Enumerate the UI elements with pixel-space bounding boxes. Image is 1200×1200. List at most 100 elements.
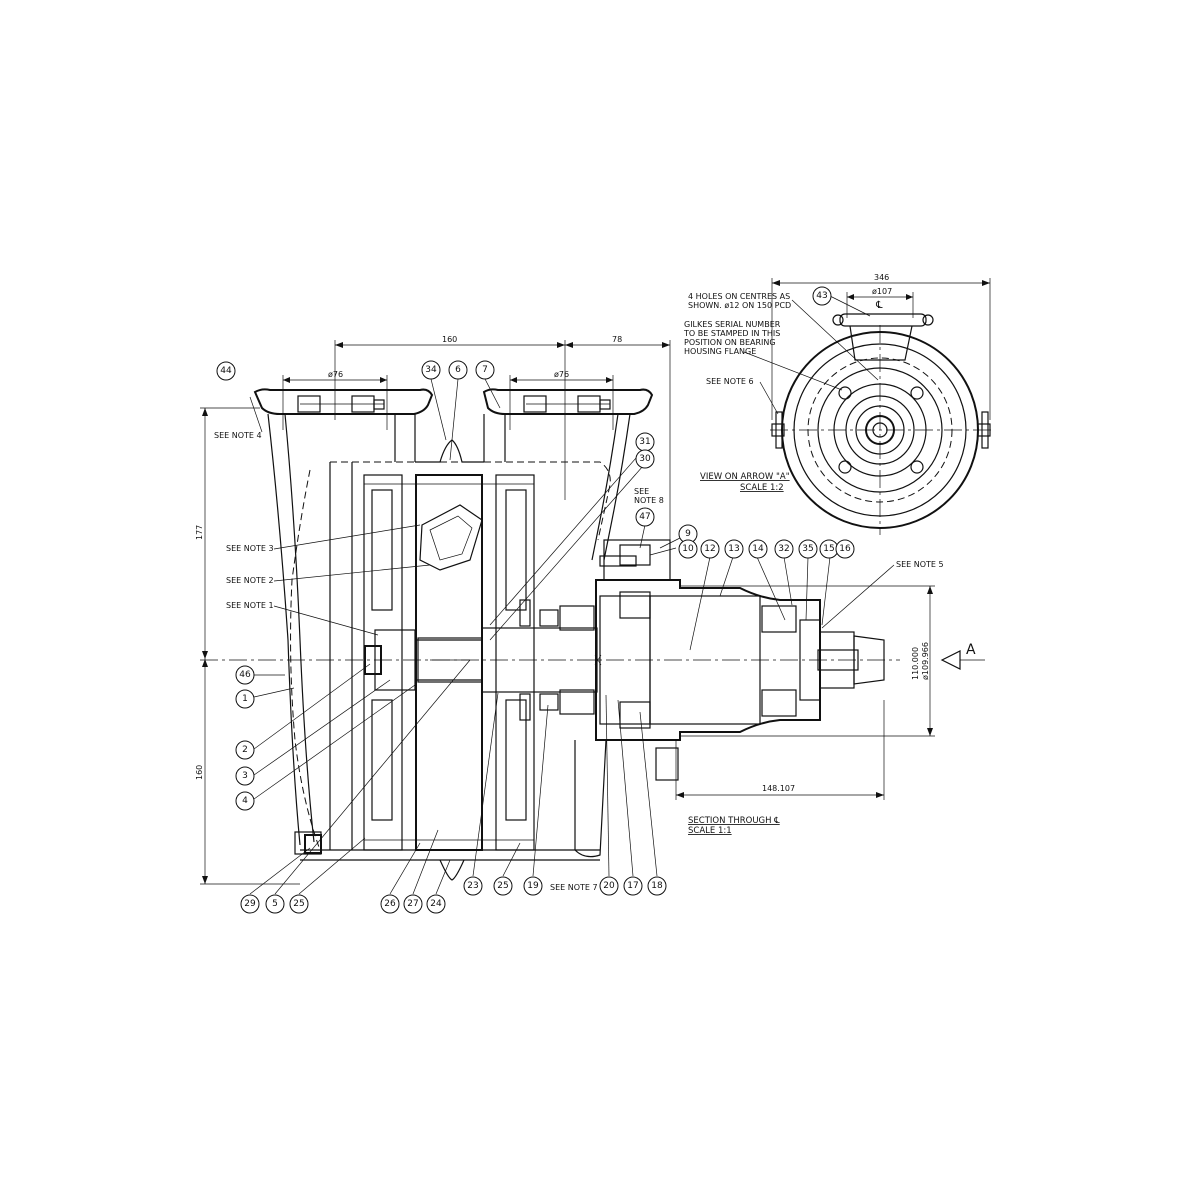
balloon-6: 6 [448, 360, 468, 380]
svg-text:25: 25 [497, 881, 508, 891]
dim-107: ø107 [872, 287, 892, 296]
svg-text:7: 7 [482, 365, 488, 375]
arrow-a-label: A [966, 642, 976, 658]
svg-text:1: 1 [242, 694, 248, 704]
balloon-3: 3 [235, 766, 255, 786]
svg-text:47: 47 [639, 512, 650, 522]
svg-text:14: 14 [752, 544, 764, 554]
note-3: SEE NOTE 3 [226, 544, 274, 553]
dim-148: 148.107 [762, 784, 795, 793]
end-view: 346 ø107 ℄ 4 HOLES ON C [683, 273, 995, 535]
note-6: SEE NOTE 6 [706, 377, 754, 386]
svg-text:23: 23 [467, 881, 478, 891]
svg-text:17: 17 [627, 881, 638, 891]
section-title: SECTION THROUGH ℄ [688, 816, 780, 826]
rotor-block [363, 474, 535, 851]
balloon-27: 27 [403, 894, 423, 914]
balloon-7: 7 [475, 360, 495, 380]
balloon-46: 46 [235, 665, 255, 685]
svg-text:10: 10 [682, 544, 694, 554]
note-4: SEE NOTE 4 [214, 431, 262, 440]
note-8-line2: NOTE 8 [634, 496, 664, 505]
dim-160-top: 160 [442, 335, 457, 344]
balloon-26: 26 [380, 894, 400, 914]
svg-text:15: 15 [823, 544, 834, 554]
balloon-25-left: 25 [289, 894, 309, 914]
svg-text:16: 16 [839, 544, 851, 554]
top-flanges [253, 388, 654, 415]
arrow-view-scale: SCALE 1:2 [740, 483, 784, 493]
dim-177: 177 [195, 525, 204, 540]
right-dimensions: 110.000 ø109.966 148.107 A [675, 585, 985, 800]
holes-note-line1: 4 HOLES ON CENTRES AS [688, 292, 790, 301]
balloon-16: 16 [835, 539, 855, 559]
svg-text:18: 18 [651, 881, 663, 891]
balloon-31: 31 [635, 432, 655, 452]
balloon-15: 15 [819, 539, 839, 559]
svg-text:12: 12 [704, 544, 715, 554]
leader-lines [249, 378, 831, 895]
balloon-2: 2 [235, 740, 255, 760]
balloon-19: 19 [523, 876, 543, 896]
dim-346: 346 [874, 273, 889, 282]
section-title-block: SECTION THROUGH ℄ SCALE 1:1 [688, 816, 780, 836]
svg-text:30: 30 [639, 454, 651, 464]
left-dimensions: 177 160 [195, 407, 300, 885]
dim-76-right: ø76 [554, 370, 569, 379]
serial-note-line4: HOUSING FLANGE [684, 347, 756, 356]
arrow-view-title: VIEW ON ARROW "A" [700, 472, 790, 482]
dim-78: 78 [612, 335, 622, 344]
dim-160-side: 160 [195, 765, 204, 780]
svg-text:44: 44 [220, 366, 232, 376]
balloon-24: 24 [426, 894, 446, 914]
dim-110: 110.000 [911, 647, 920, 680]
note-8-line1: SEE [634, 487, 649, 496]
svg-text:26: 26 [384, 899, 396, 909]
svg-text:32: 32 [778, 544, 789, 554]
holes-note-line2: SHOWN. ø12 ON 150 PCD [688, 301, 791, 310]
balloon-23: 23 [463, 876, 483, 896]
note-2: SEE NOTE 2 [226, 576, 274, 585]
svg-text:31: 31 [639, 437, 650, 447]
top-dimensions: 160 78 ø76 ø76 [282, 335, 671, 560]
balloon-34: 34 [421, 360, 441, 380]
svg-text:25: 25 [293, 899, 304, 909]
svg-text:27: 27 [407, 899, 418, 909]
svg-text:43: 43 [816, 291, 827, 301]
svg-text:34: 34 [425, 365, 437, 375]
balloon-5: 5 [265, 894, 285, 914]
balloon-47: 47 [635, 507, 655, 527]
dim-76-left: ø76 [328, 370, 343, 379]
balloon-32: 32 [774, 539, 794, 559]
balloon-30: 30 [635, 449, 655, 469]
section-view: 160 78 ø76 ø76 177 160 [195, 335, 985, 914]
balloon-4: 4 [235, 791, 255, 811]
serial-note-line2: TO BE STAMPED IN THIS [683, 329, 780, 338]
balloon-13: 13 [724, 539, 744, 559]
svg-text:3: 3 [242, 771, 248, 781]
svg-text:6: 6 [455, 365, 461, 375]
casing [267, 413, 631, 881]
cl-symbol: ℄ [875, 300, 883, 311]
note-1: SEE NOTE 1 [226, 601, 274, 610]
balloon-20: 20 [599, 876, 619, 896]
svg-text:2: 2 [242, 745, 248, 755]
serial-note-line3: POSITION ON BEARING [684, 338, 776, 347]
svg-text:35: 35 [802, 544, 813, 554]
balloon-14: 14 [748, 539, 768, 559]
balloon-44: 44 [216, 361, 236, 381]
balloon-18: 18 [647, 876, 667, 896]
balloon-1: 1 [235, 689, 255, 709]
note-7: SEE NOTE 7 [550, 883, 598, 892]
bearing-housing [200, 539, 900, 781]
balloon-12: 12 [700, 539, 720, 559]
section-notes: SEE NOTE 4 SEE NOTE 3 SEE NOTE 2 SEE NOT… [214, 396, 944, 892]
balloon-43: 43 [812, 286, 832, 306]
svg-text:13: 13 [728, 544, 739, 554]
note-5: SEE NOTE 5 [896, 560, 944, 569]
svg-text:4: 4 [242, 796, 248, 806]
svg-text:29: 29 [244, 899, 256, 909]
svg-text:24: 24 [430, 899, 442, 909]
svg-text:5: 5 [272, 899, 278, 909]
